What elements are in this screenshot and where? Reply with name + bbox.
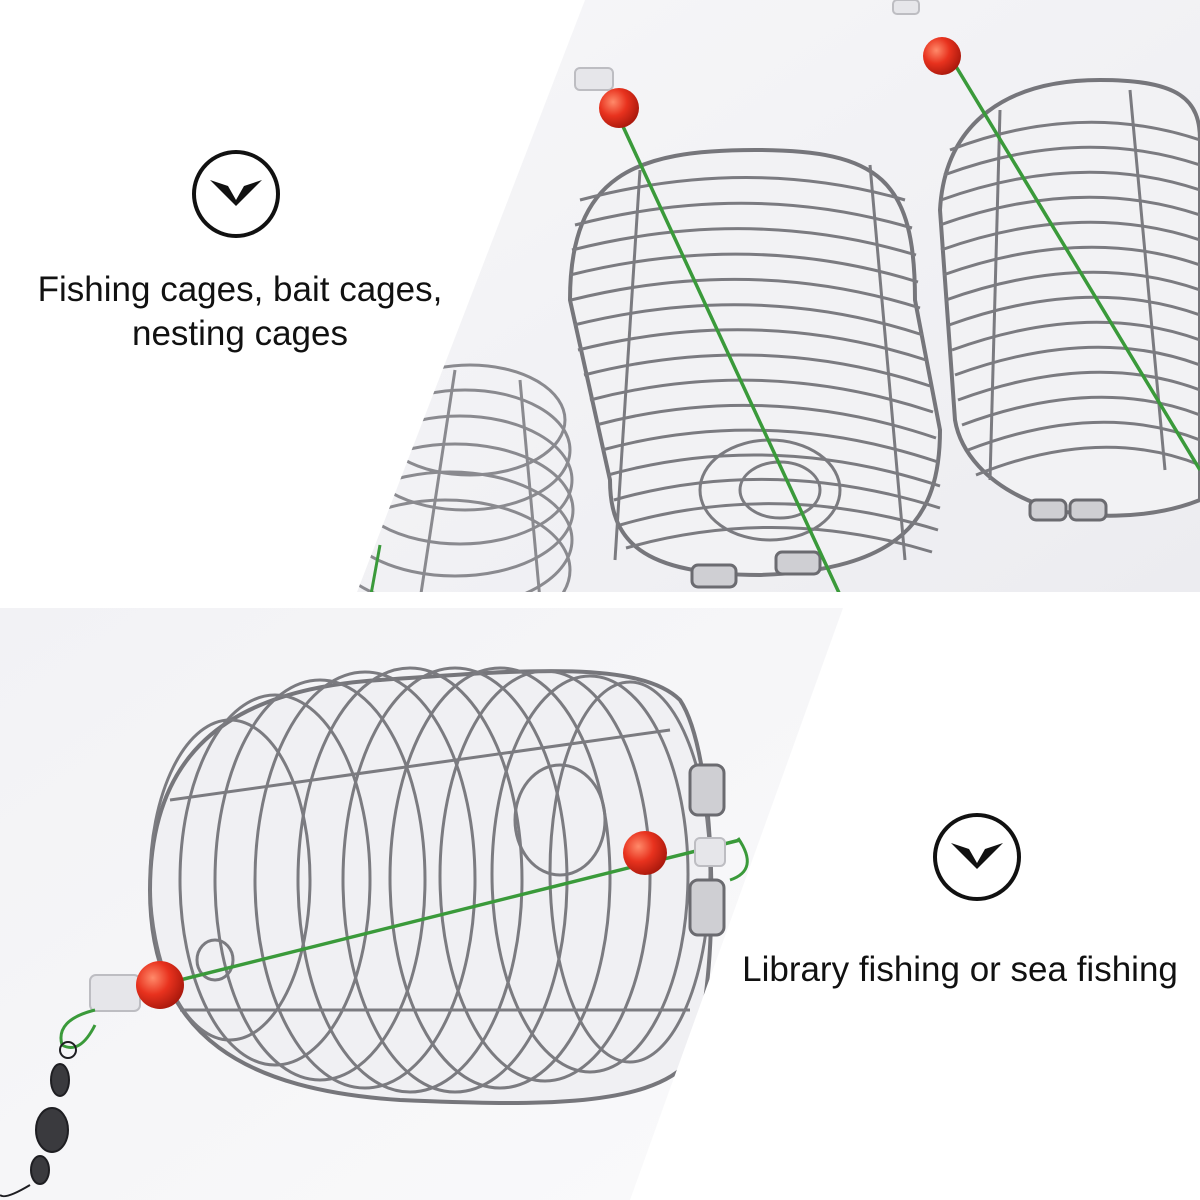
caption-top-line1: Fishing cages, bait cages,: [37, 270, 443, 309]
bottom-photo-panel: [0, 608, 843, 1200]
cage-right: [892, 0, 1200, 522]
top-photo-panel: [357, 0, 1200, 592]
caption-top-line2: nesting cages: [132, 314, 348, 353]
cage-horizontal: [0, 666, 749, 1198]
cage-center: [567, 67, 943, 592]
chevron-down-circle-icon: [933, 813, 1021, 901]
chevron-down-circle-icon: [192, 150, 280, 238]
caption-fishing-use: Library fishing or sea fishing: [742, 950, 1178, 989]
caption-fishing-cages: Fishing cages, bait cages, nesting cages: [0, 268, 480, 356]
